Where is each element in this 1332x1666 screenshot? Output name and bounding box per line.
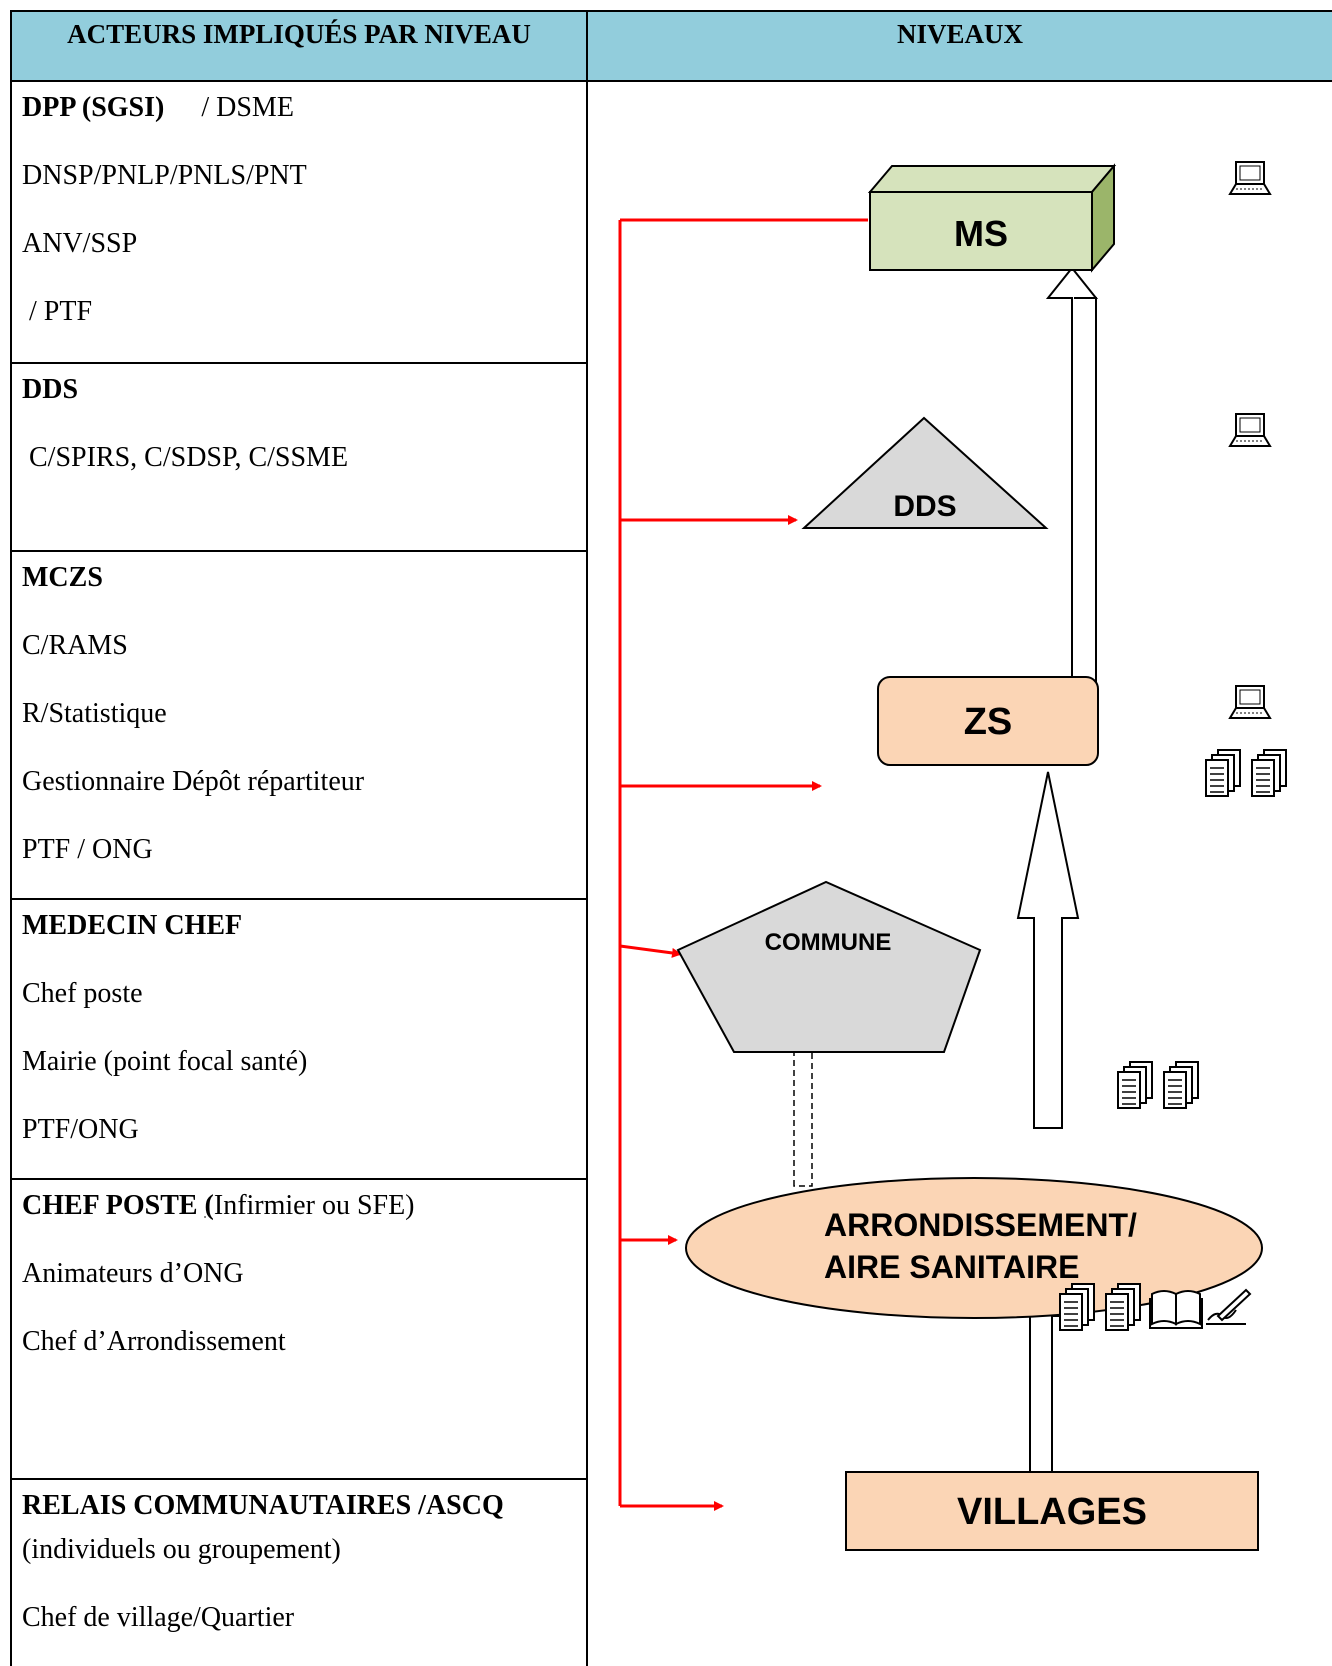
- title-underlined: (: [204, 1190, 214, 1221]
- actor-line: Chef poste: [22, 978, 143, 1009]
- level-commune-label: COMMUNE: [765, 929, 892, 956]
- actor-line: PTF/ONG: [22, 1114, 139, 1145]
- section-commune-title: MEDECIN CHEF: [22, 910, 242, 942]
- section-village-title: RELAIS COMMUNAUTAIRES /ASCQ: [22, 1490, 504, 1522]
- level-villages: VILLAGES: [845, 1471, 1259, 1551]
- actor-line: Animateurs d’ONG: [22, 1258, 244, 1289]
- actor-line: ANV/SSP: [22, 228, 138, 259]
- title-bold: DPP (SGSI): [22, 92, 165, 123]
- actor-line: PTF / ONG: [22, 834, 153, 865]
- computer-icon: [1229, 685, 1271, 719]
- section-village: RELAIS COMMUNAUTAIRES /ASCQ (individuels…: [12, 1478, 586, 1666]
- document-stack-icon: [1105, 1283, 1141, 1331]
- section-departmental: DDS C/SPIRS, C/SDSP, C/SSME: [12, 362, 586, 552]
- arrow-arrondissement-to-zs: [1016, 771, 1080, 1129]
- actors-column: DPP (SGSI) / DSME DNSP/PNLP/PNLS/PNT ANV…: [10, 80, 588, 1666]
- level-zs: ZS: [877, 676, 1099, 766]
- actor-line: R/Statistique: [22, 698, 167, 729]
- open-book-icon: [1149, 1290, 1203, 1329]
- header-actors: ACTEURS IMPLIQUÉS PAR NIVEAU: [10, 10, 588, 82]
- actor-line: / PTF: [22, 296, 93, 327]
- title-bold: RELAIS COMMUNAUTAIRES /ASCQ: [22, 1490, 504, 1521]
- level-villages-label: VILLAGES: [957, 1491, 1147, 1533]
- section-commune: MEDECIN CHEF Chef poste Mairie (point fo…: [12, 898, 586, 1180]
- level-arrondissement-label-line1: ARRONDISSEMENT/: [824, 1207, 1137, 1243]
- actor-line: C/RAMS: [22, 630, 128, 661]
- level-dds-label: DDS: [893, 490, 956, 523]
- computer-icon: [1229, 413, 1271, 447]
- section-national-title: DPP (SGSI) / DSME: [22, 92, 294, 124]
- actor-line: Gestionnaire Dépôt répartiteur: [22, 766, 365, 797]
- section-zone: MCZS C/RAMS R/Statistique Gestionnaire D…: [12, 550, 586, 900]
- arrow-zs-to-ms: [1045, 266, 1099, 723]
- title-rest: Infirmier ou SFE): [213, 1190, 415, 1221]
- document-stack-icon: [1163, 1061, 1199, 1109]
- actor-line: DNSP/PNLP/PNLS/PNT: [22, 160, 307, 191]
- red-connector-lines: [618, 218, 868, 1511]
- title-bold: CHEF POSTE: [22, 1190, 205, 1221]
- computer-icon: [1229, 161, 1271, 195]
- document-stack-icon: [1251, 749, 1287, 797]
- title-bold: DDS: [22, 374, 79, 405]
- level-commune: COMMUNE: [676, 880, 982, 1053]
- level-dds: DDS: [801, 416, 1049, 529]
- actor-line: C/SPIRS, C/SDSP, C/SSME: [22, 442, 349, 473]
- title-bold: MCZS: [22, 562, 103, 593]
- document-stack-icon: [1205, 749, 1241, 797]
- levels-diagram: MS DDS ZS COMMUNE ARRONDISSEMENT/ AIRE S…: [618, 161, 1287, 1551]
- actor-line: Mairie (point focal santé): [22, 1046, 308, 1077]
- section-national: DPP (SGSI) / DSME DNSP/PNLP/PNLS/PNT ANV…: [12, 80, 586, 364]
- title-rest: / DSME: [201, 92, 294, 123]
- section-zone-title: MCZS: [22, 562, 103, 594]
- level-ms-label: MS: [954, 213, 1008, 254]
- actor-line: Chef d’Arrondissement: [22, 1326, 286, 1357]
- title-bold: MEDECIN CHEF: [22, 910, 243, 941]
- level-arrondissement-label-line2: AIRE SANITAIRE: [824, 1249, 1079, 1285]
- document-stack-icon: [1117, 1061, 1153, 1109]
- pen-icon: [1206, 1288, 1252, 1325]
- document-stack-icon: [1059, 1283, 1095, 1331]
- header-levels: NIVEAUX: [586, 10, 1332, 82]
- section-arrondissement-title: CHEF POSTE (Infirmier ou SFE): [22, 1190, 415, 1222]
- actor-line: Chef de village/Quartier: [22, 1602, 295, 1633]
- section-arrondissement: CHEF POSTE (Infirmier ou SFE) Animateurs…: [12, 1178, 586, 1480]
- level-ms: MS: [867, 163, 1117, 273]
- actor-line: (individuels ou groupement): [22, 1534, 341, 1565]
- section-departmental-title: DDS: [22, 374, 78, 406]
- level-zs-label: ZS: [964, 701, 1013, 743]
